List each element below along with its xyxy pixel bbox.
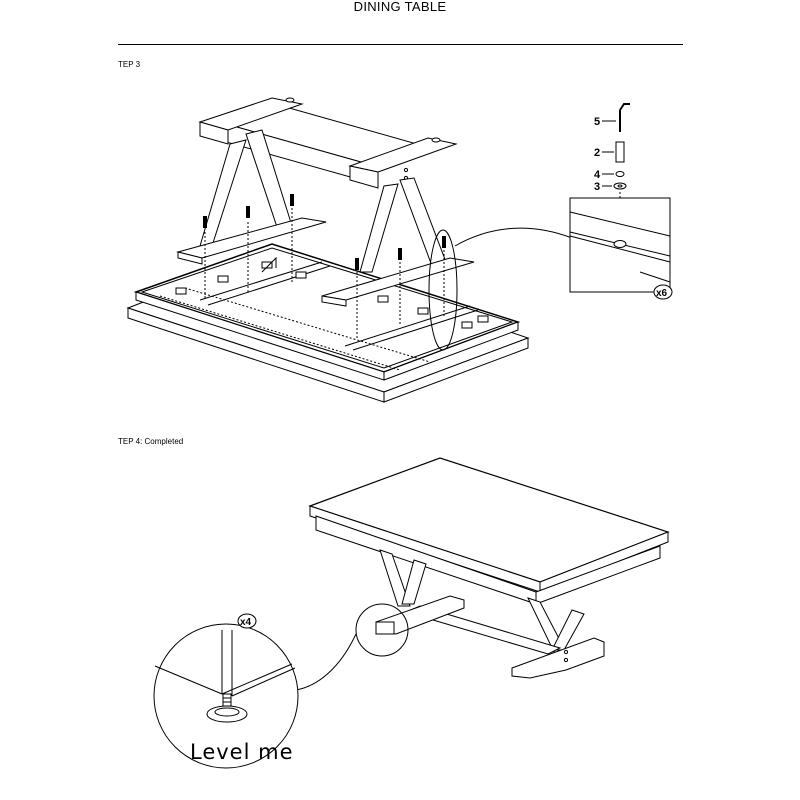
- title-divider: [118, 44, 683, 45]
- leveler-detail-bubble: [153, 613, 299, 769]
- part-number-5: 5: [594, 116, 600, 128]
- lock-washer-icon: [615, 171, 625, 177]
- document-title: DINING TABLE: [353, 0, 447, 14]
- quantity-badge-step4: [237, 613, 257, 629]
- quantity-label-step4: x4: [240, 617, 252, 628]
- leveler-caption: Level me: [190, 740, 294, 764]
- bolt-icon: [615, 141, 625, 163]
- step-4-label: TEP 4: Completed: [118, 437, 184, 446]
- part-number-2: 2: [594, 147, 600, 159]
- quantity-label-step3: x6: [656, 288, 668, 299]
- detail-leader-line: [454, 227, 573, 247]
- allen-key-icon: [619, 103, 630, 132]
- part-number-3: 3: [594, 181, 600, 193]
- foot-detail-callout-ring: [355, 603, 409, 657]
- bolt-icons: [203, 194, 446, 270]
- completed-table-drawing: [308, 457, 670, 679]
- step-3-label: TEP 3: [118, 60, 141, 69]
- part-number-4: 4: [594, 169, 601, 181]
- detail-box-step3: [569, 197, 673, 300]
- bolt-guide-lines: [204, 208, 445, 340]
- detail-callout-ring: [428, 229, 458, 351]
- foot-detail-leader-line: [295, 633, 357, 691]
- table-top-inverted-drawing: [126, 243, 530, 403]
- flat-washer-icon: [613, 182, 627, 190]
- quantity-badge-step3: [653, 284, 673, 300]
